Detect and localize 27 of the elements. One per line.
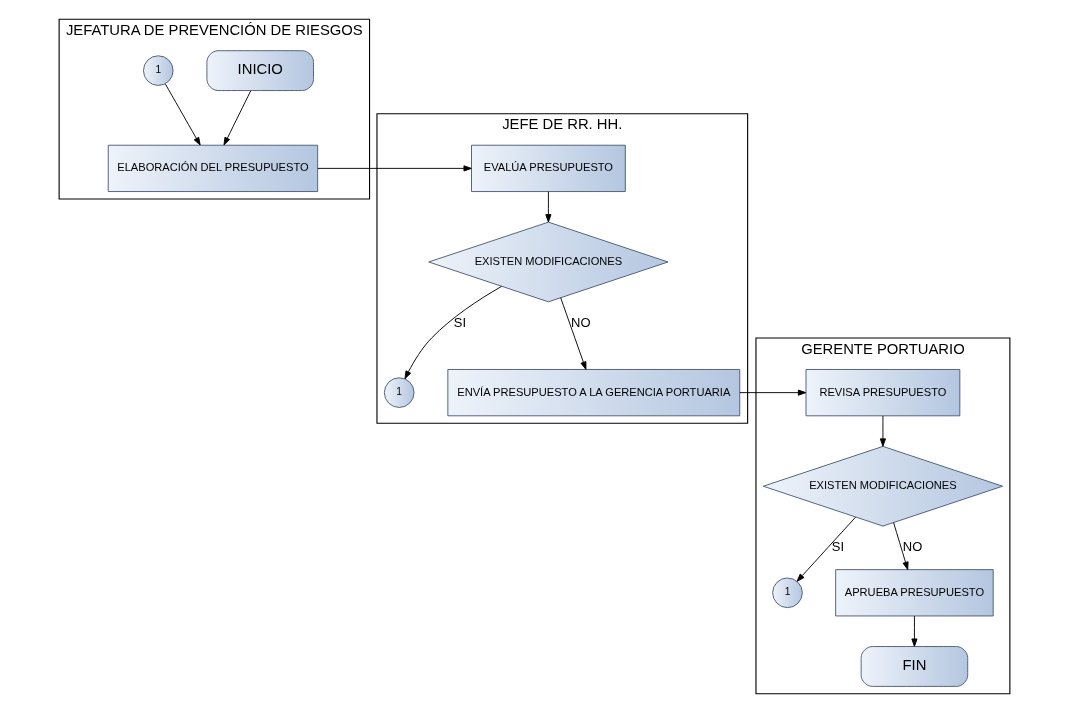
arrow [164, 83, 201, 146]
node-box: APRUEBA PRESUPUESTO [835, 569, 994, 617]
edge-label: SI [831, 539, 845, 555]
node-box: ELABORACIÓN DEL PRESUPUESTO [107, 144, 319, 192]
node-diamond: EXISTEN MODIFICACIONES [428, 221, 669, 303]
arrow [560, 297, 587, 370]
arrow [545, 191, 552, 223]
node-diamond: EXISTEN MODIFICACIONES [762, 445, 1004, 527]
arrow [879, 415, 886, 447]
edge-label: SI [453, 315, 467, 331]
node-box: EVALÚA PRESUPUESTO [471, 144, 626, 192]
node-box: ENVÍA PRESUPUESTO A LA GERENCIA PORTUARIA [447, 369, 741, 417]
node-circle: 1 [772, 577, 803, 609]
node-circle: 1 [143, 55, 174, 86]
node-box: INICIO [206, 50, 314, 91]
arrow [223, 90, 252, 146]
edge-label: NO [571, 315, 591, 331]
arrow [739, 389, 807, 396]
node-box: FIN [860, 646, 969, 687]
node-circle: 1 [383, 377, 415, 408]
edge-label: NO [902, 539, 923, 555]
arrow [404, 285, 503, 380]
arrow [911, 615, 918, 647]
arrow [893, 522, 909, 571]
arrow [317, 165, 472, 172]
arrow [796, 516, 857, 582]
node-box: REVISA PRESUPUESTO [805, 369, 961, 417]
